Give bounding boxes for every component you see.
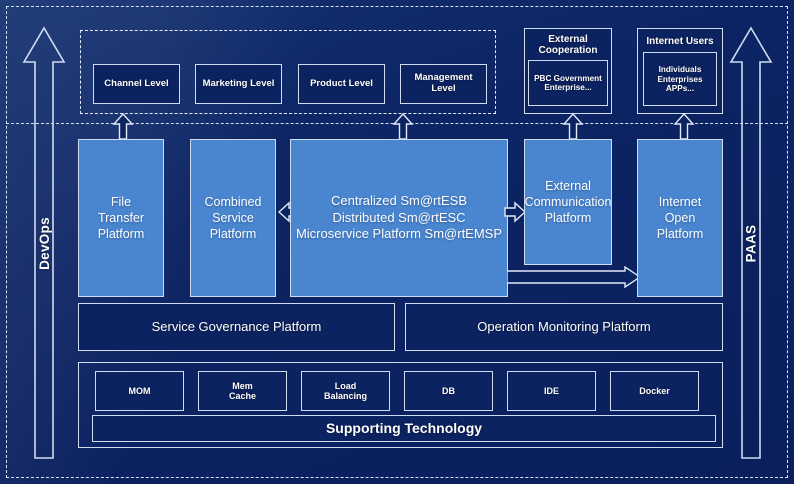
paas-arrow-label-wrap: PAAS [729, 24, 773, 462]
devops-label: DevOps [36, 216, 52, 270]
tech-box-ide-label: IDE [543, 385, 559, 396]
tech-box-docker[interactable]: Docker [610, 371, 699, 411]
tech-box-mom-label: MOM [128, 385, 151, 396]
arrow-up-file-transfer-to-channel [112, 113, 134, 139]
outer-dashed-frame [6, 6, 788, 478]
internet-users-title: Internet Users [646, 36, 714, 47]
file-transfer-platform-line1: File [110, 195, 132, 209]
arrow-up-external-comm-to-cooperation [562, 113, 584, 139]
tech-box-mem-cache[interactable]: Mem Cache [198, 371, 287, 411]
level-box-product[interactable]: Product Level [298, 64, 385, 104]
level-box-product-label: Product Level [310, 77, 373, 89]
tech-box-mem-cache-line2: Cache [228, 391, 256, 401]
external-communication-platform-box[interactable]: External Communication Platform [524, 139, 612, 265]
file-transfer-platform-line3: Platform [97, 227, 145, 241]
external-cooperation-detail-line2: Enterprise... [544, 83, 592, 93]
devops-arrow: DevOps [22, 24, 66, 462]
service-governance-platform-label: Service Governance Platform [151, 318, 322, 334]
supporting-technology-container [78, 362, 723, 448]
external-cooperation-title-line1: External [548, 34, 588, 45]
external-cooperation-detail-box: PBC Government Enterprise... [528, 60, 608, 107]
file-transfer-platform-label: File Transfer Platform [94, 194, 149, 242]
core-service-platform-line1: Centralized Sm@rtESB [330, 193, 468, 209]
tech-box-ide[interactable]: IDE [507, 371, 596, 411]
combined-service-platform-line1: Combined [204, 195, 262, 209]
level-box-marketing[interactable]: Marketing Level [195, 64, 282, 104]
external-communication-platform-line3: Platform [544, 211, 592, 225]
core-service-platform-box[interactable]: Centralized Sm@rtESB Distributed Sm@rtES… [290, 139, 508, 297]
paas-arrow: PAAS [729, 24, 773, 462]
operation-monitoring-platform-label: Operation Monitoring Platform [477, 318, 651, 334]
tech-box-db-label: DB [442, 385, 455, 396]
tech-box-mom[interactable]: MOM [95, 371, 184, 411]
external-communication-platform-label: External Communication Platform [521, 178, 616, 226]
level-box-channel-label: Channel Level [104, 77, 169, 89]
file-transfer-platform-line2: Transfer [97, 211, 145, 225]
arrow-right-core-to-internet-open [507, 266, 641, 288]
tech-box-docker-label: Docker [639, 385, 670, 396]
combined-service-platform-box[interactable]: Combined Service Platform [190, 139, 276, 297]
tech-box-mem-cache-line1: Mem [232, 380, 253, 391]
paas-label: PAAS [743, 224, 759, 262]
supporting-technology-banner[interactable]: Supporting Technology [92, 415, 716, 442]
combined-service-platform-line2: Service [212, 211, 254, 225]
internet-open-platform-line2: Open [664, 211, 696, 225]
arrow-right-core-to-external-comm [504, 200, 526, 224]
core-service-platform-line3: Microservice Platform Sm@rtEMSP [295, 226, 503, 242]
arrow-up-core-to-management [392, 113, 414, 139]
application-levels-group [80, 30, 496, 114]
level-box-marketing-label: Marketing Level [202, 77, 275, 89]
internet-users-detail-line1: Individuals [658, 65, 702, 75]
external-cooperation-title-line2: Cooperation [538, 45, 598, 57]
internet-open-platform-box[interactable]: Internet Open Platform [637, 139, 723, 297]
service-governance-platform-box[interactable]: Service Governance Platform [78, 303, 395, 351]
combined-service-platform-label: Combined Service Platform [201, 194, 266, 242]
file-transfer-platform-box[interactable]: File Transfer Platform [78, 139, 164, 297]
tech-box-load-balancing[interactable]: Load Balancing [301, 371, 390, 411]
devops-arrow-shape [22, 24, 66, 462]
external-communication-platform-line1: External [545, 179, 591, 193]
core-service-platform-label: Centralized Sm@rtESB Distributed Sm@rtES… [292, 193, 506, 243]
arrow-up-internet-open-to-users [673, 113, 695, 139]
level-box-channel[interactable]: Channel Level [93, 64, 180, 104]
supporting-technology-banner-label: Supporting Technology [325, 419, 483, 436]
tech-box-load-balancing-line1: Load [334, 380, 357, 391]
devops-arrow-label-wrap: DevOps [22, 24, 66, 462]
level-box-management[interactable]: Management Level [400, 64, 487, 104]
external-cooperation-box[interactable]: External Cooperation PBC Government Ente… [524, 28, 612, 114]
level-box-management-label: Management Level [414, 72, 473, 94]
operation-monitoring-platform-box[interactable]: Operation Monitoring Platform [405, 303, 723, 351]
combined-service-platform-line3: Platform [209, 227, 257, 241]
internet-open-platform-line3: Platform [656, 227, 704, 241]
internet-users-detail-line3: APPs... [665, 83, 695, 93]
internet-users-detail-line2: Enterprises [657, 74, 703, 84]
external-cooperation-detail-line1: PBC Government [534, 74, 602, 84]
internet-users-detail-box: Individuals Enterprises APPs... [643, 52, 717, 107]
internet-open-platform-label: Internet Open Platform [653, 194, 708, 242]
internet-users-box[interactable]: Internet Users Individuals Enterprises A… [637, 28, 723, 114]
core-service-platform-line2: Distributed Sm@rtESC [332, 209, 466, 225]
paas-arrow-shape [729, 24, 773, 462]
external-communication-platform-line2: Communication [524, 195, 612, 209]
internet-open-platform-line1: Internet [658, 195, 702, 209]
tech-box-db[interactable]: DB [404, 371, 493, 411]
tech-box-load-balancing-line2: Balancing [323, 391, 367, 401]
